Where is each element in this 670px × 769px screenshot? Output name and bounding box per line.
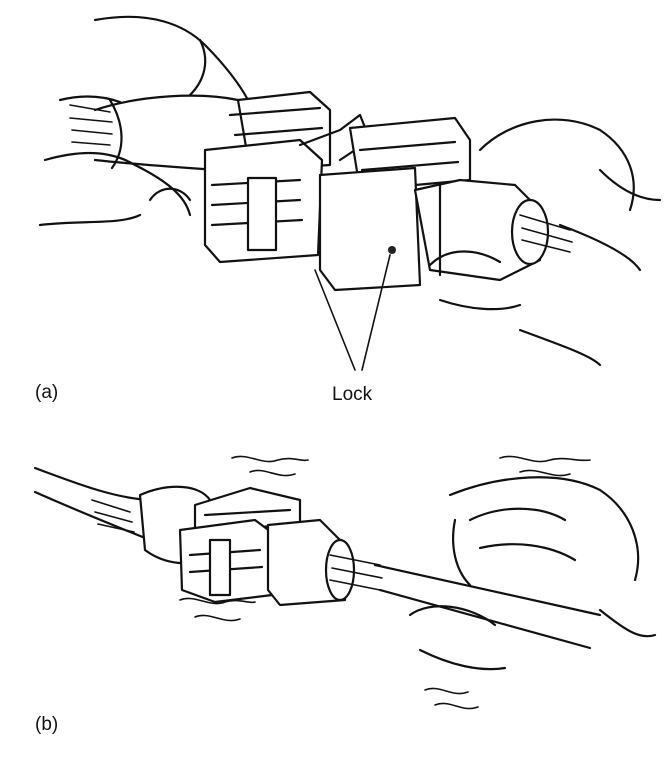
left-hand-a [38, 15, 250, 227]
right-connector-a [318, 116, 573, 292]
panel-b-illustration [33, 455, 657, 710]
lock-callout-label: Lock [332, 384, 373, 405]
lock-callout-lines [314, 254, 391, 371]
right-hand-a [428, 118, 662, 367]
connector-pair-b [178, 486, 383, 607]
panel-a-label: (a) [35, 382, 58, 403]
panel-a-illustration [38, 15, 662, 371]
panel-b-label: (b) [35, 714, 58, 735]
right-hand-b [373, 476, 657, 671]
motion-marks-b [179, 455, 591, 710]
left-connector-a [203, 90, 372, 264]
